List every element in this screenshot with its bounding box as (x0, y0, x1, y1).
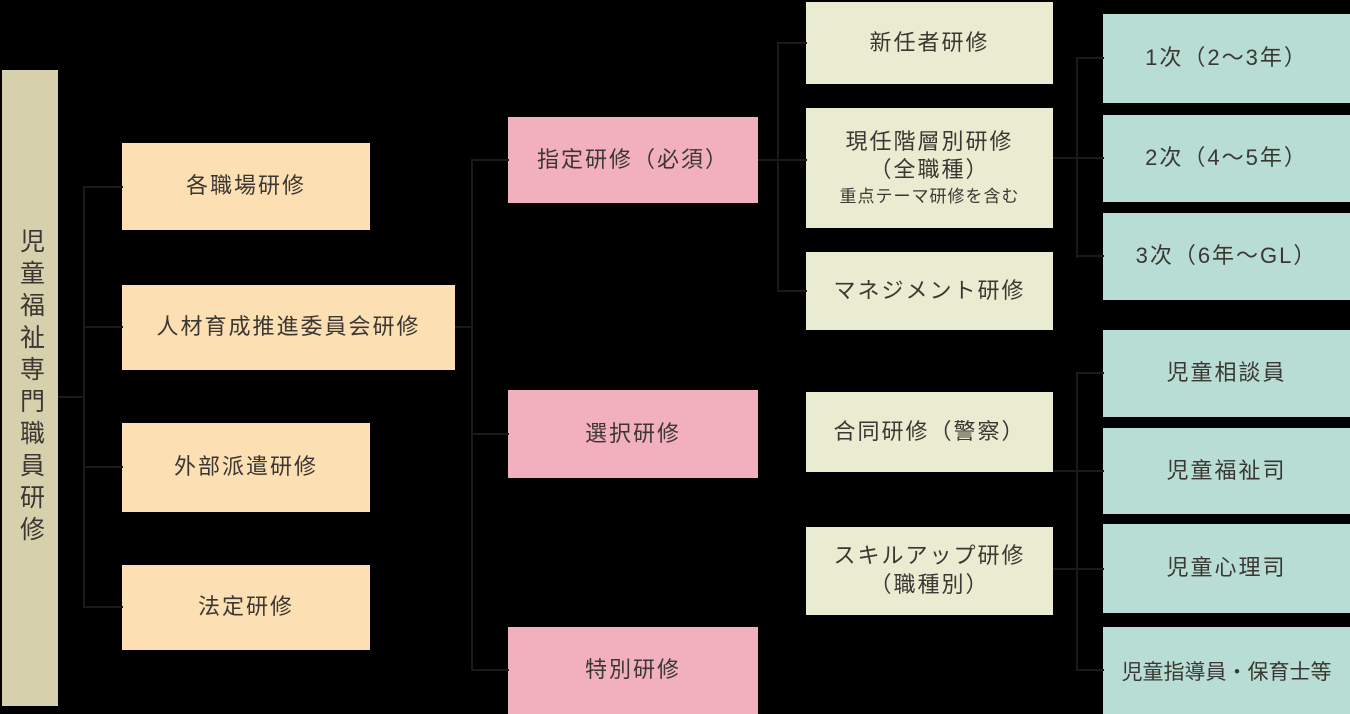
connector-line (1053, 568, 1104, 570)
node-special-training: 特別研修 (508, 627, 758, 714)
connector-line (1053, 470, 1104, 472)
node-label: 児童心理司 (1166, 555, 1287, 581)
node-child-welfare-officer: 児童福祉司 (1103, 428, 1350, 514)
node-child-psychologist: 児童心理司 (1103, 524, 1350, 613)
node-label: 児童福祉専門職員研修 (16, 228, 45, 548)
connector-line (83, 186, 123, 188)
connector-line (758, 159, 807, 161)
node-label: 新任者研修 (869, 29, 990, 55)
connector-line (58, 396, 84, 398)
node-workplace-training: 各職場研修 (122, 143, 370, 230)
node-label: 2次（4～5年） (1145, 145, 1308, 171)
connector-line (777, 42, 779, 292)
node-joint-training-police: 合同研修（警察） (806, 392, 1053, 472)
node-child-welfare-specialist-training: 児童福祉専門職員研修 (2, 70, 58, 706)
connector-line (83, 326, 123, 328)
connector-line (1076, 372, 1104, 374)
connector-line (1076, 255, 1104, 257)
node-label: 児童相談員 (1166, 360, 1287, 386)
node-label: 各職場研修 (185, 173, 306, 199)
connector-line (83, 186, 85, 608)
node-designated-training: 指定研修（必須） (508, 117, 758, 203)
node-label-line2: （全職種） (869, 157, 990, 183)
node-label: スキルアップ研修 (833, 543, 1026, 569)
connector-line (83, 466, 123, 468)
node-label: 児童指導員・保育士等 (1121, 660, 1332, 684)
node-label: 特別研修 (584, 657, 681, 683)
node-stage-2: 2次（4～5年） (1103, 115, 1350, 202)
node-label: 選択研修 (584, 420, 681, 446)
node-statutory-training: 法定研修 (122, 565, 370, 650)
node-child-instructor-nursery: 児童指導員・保育士等 (1103, 627, 1350, 714)
connector-line (471, 159, 509, 161)
node-management-training: マネジメント研修 (806, 252, 1053, 330)
node-elective-training: 選択研修 (508, 390, 758, 478)
connector-line (1076, 57, 1078, 258)
node-label: 現任階層別研修 (845, 128, 1014, 154)
node-stage-3: 3次（6年～GL） (1103, 213, 1350, 300)
node-child-counselor: 児童相談員 (1103, 330, 1350, 417)
node-label: 人材育成推進委員会研修 (156, 314, 421, 340)
node-external-dispatch-training: 外部派遣研修 (122, 423, 370, 512)
node-label-line2: （職種別） (869, 572, 990, 597)
node-label: 指定研修（必須） (536, 146, 729, 172)
node-skill-up-training: スキルアップ研修 （職種別） (806, 527, 1053, 615)
node-label: 法定研修 (197, 594, 294, 620)
connector-line (1076, 372, 1078, 671)
node-label: 3次（6年～GL） (1135, 243, 1318, 269)
connector-line (1053, 157, 1104, 159)
node-incumbent-level-training: 現任階層別研修 （全職種） 重点テーマ研修を含む (806, 108, 1053, 228)
connector-line (471, 433, 509, 435)
connector-line (471, 159, 473, 671)
connector-line (1076, 57, 1104, 59)
node-newcomer-training: 新任者研修 (806, 2, 1053, 84)
node-stage-1: 1次（2～3年） (1103, 14, 1350, 103)
node-hr-development-committee-training: 人材育成推進委員会研修 (122, 285, 455, 370)
connector-line (455, 326, 473, 328)
node-label: 合同研修（警察） (833, 418, 1026, 444)
node-label: 児童福祉司 (1166, 457, 1287, 483)
connector-line (777, 290, 807, 292)
connector-line (1076, 669, 1104, 671)
connector-line (777, 42, 807, 44)
node-label: 1次（2～3年） (1145, 45, 1308, 71)
node-label: 外部派遣研修 (173, 454, 318, 480)
connector-line (471, 669, 509, 671)
node-label-line3: 重点テーマ研修を含む (839, 186, 1020, 206)
connector-line (83, 606, 123, 608)
node-label: マネジメント研修 (833, 277, 1026, 303)
